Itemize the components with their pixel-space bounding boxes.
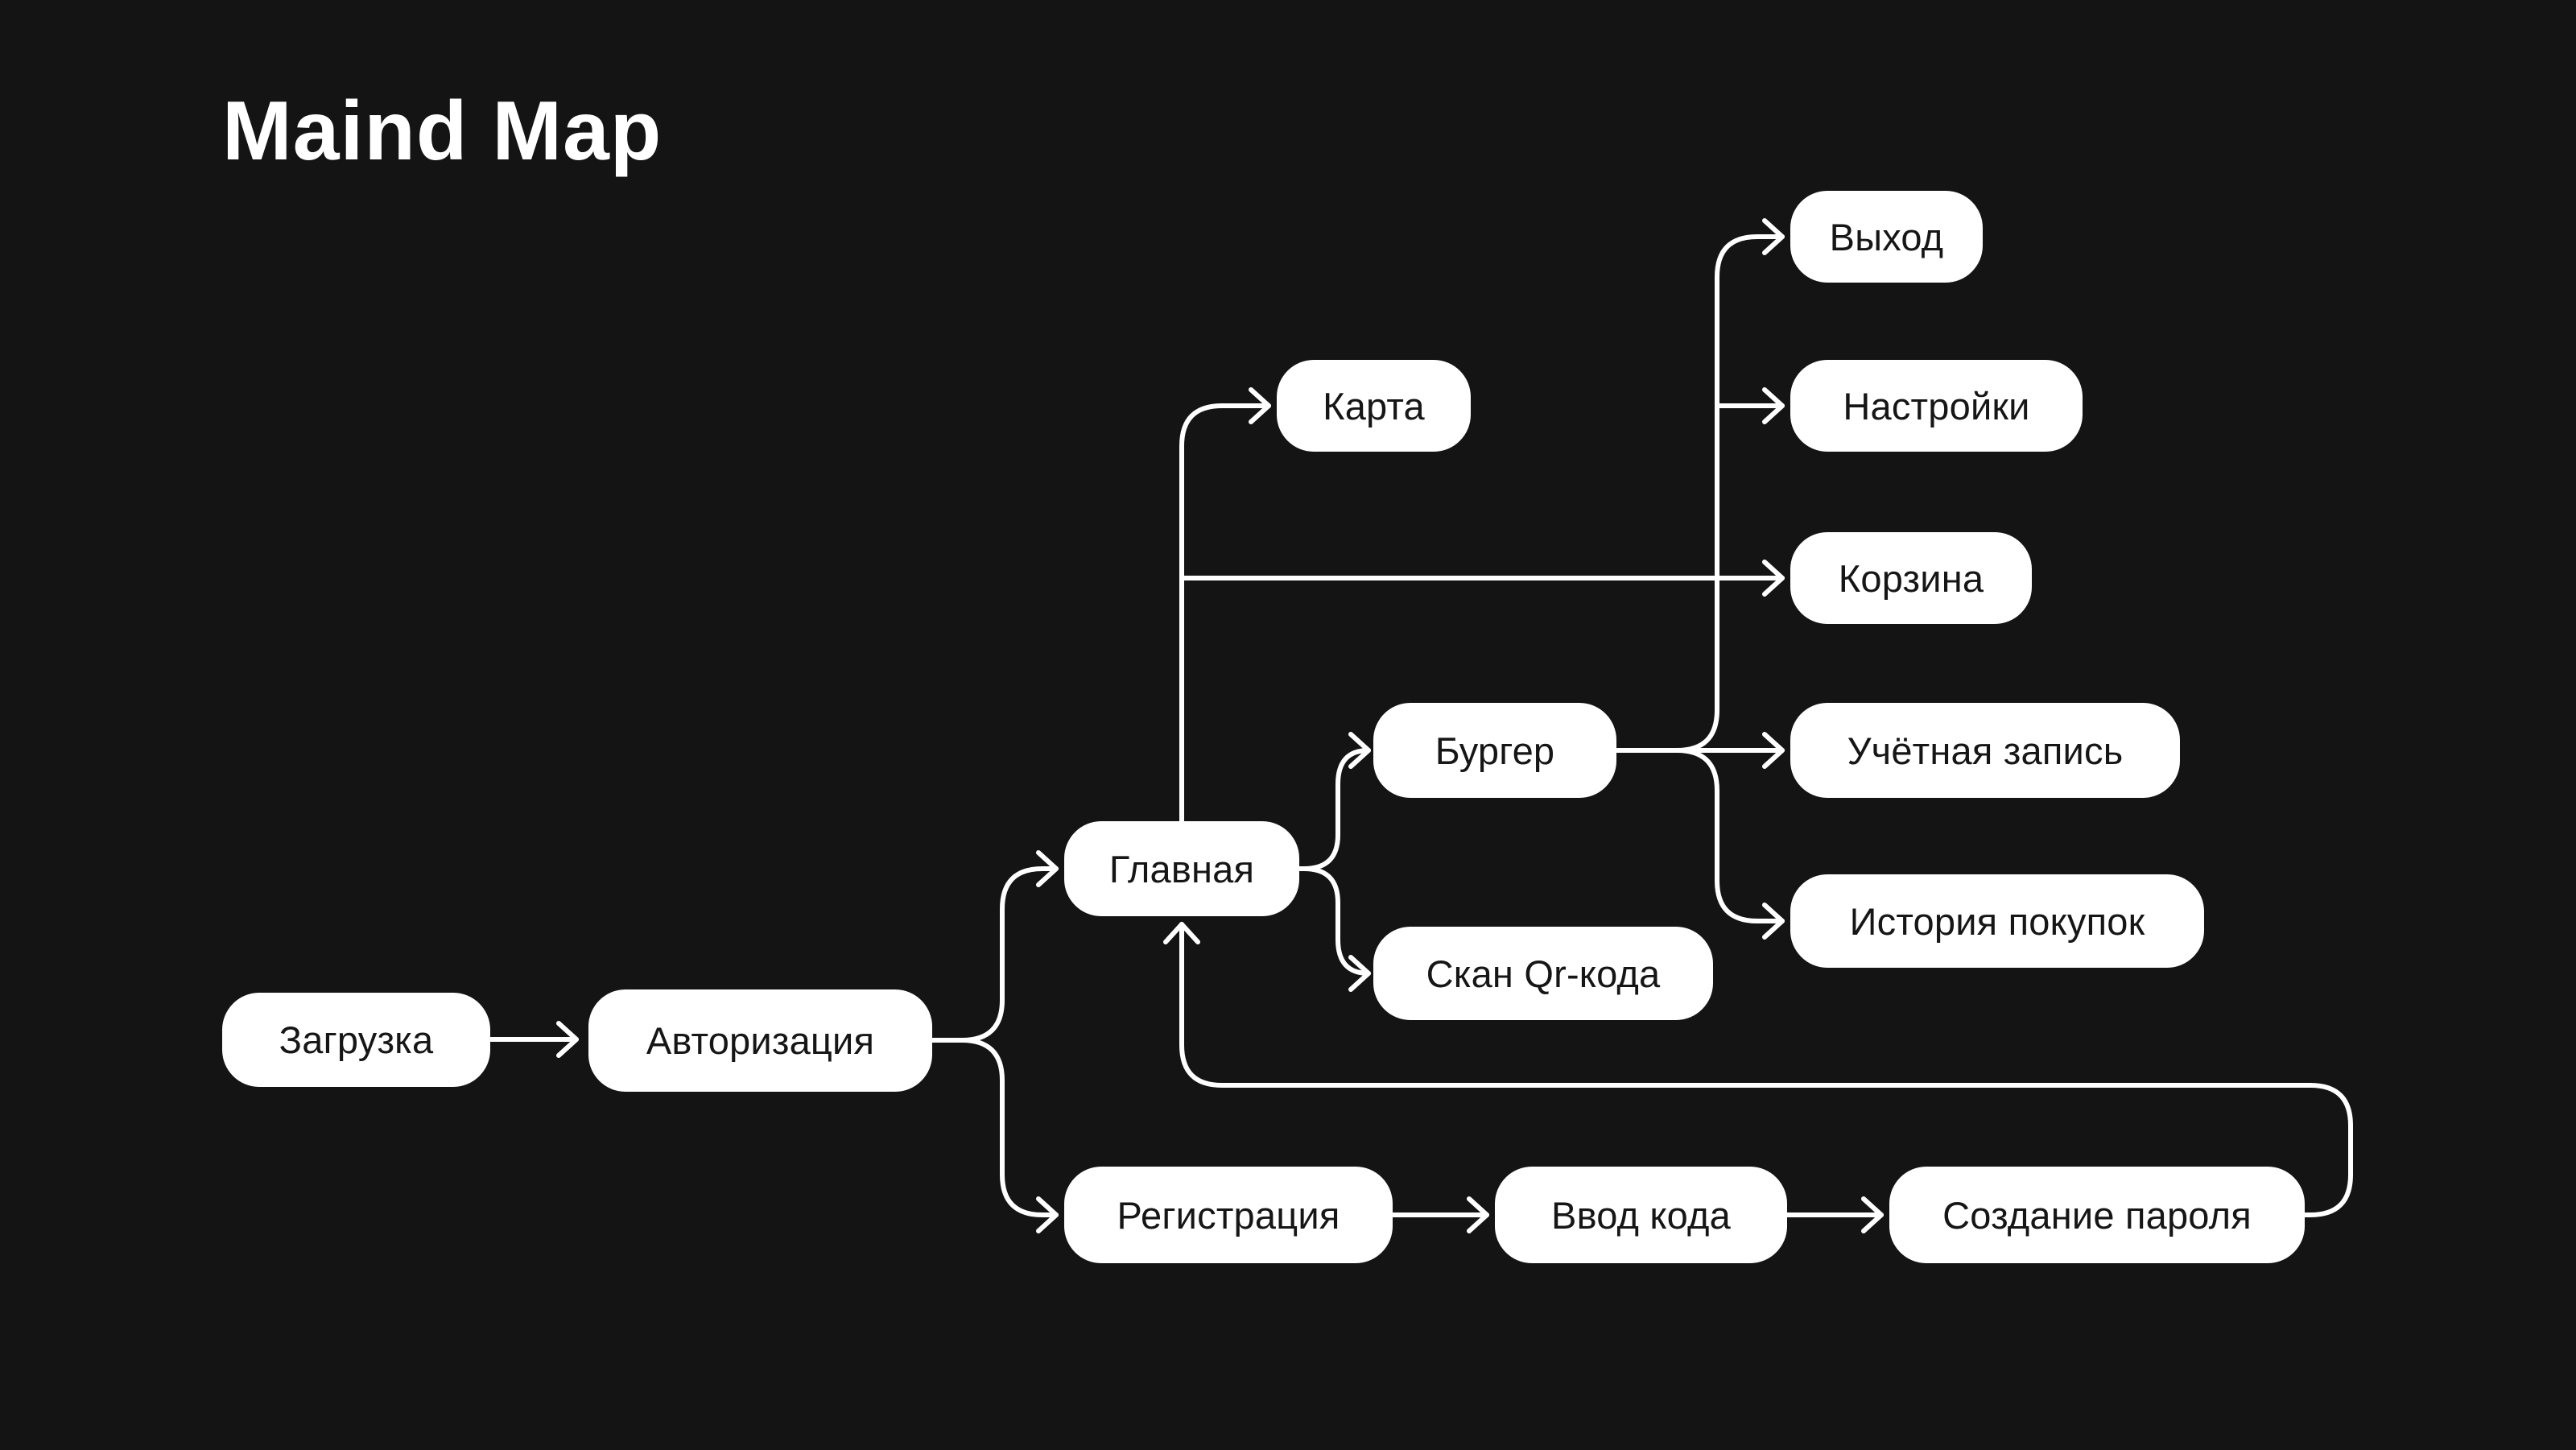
node-label: Ввод кода — [1551, 1193, 1731, 1237]
node-karta: Карта — [1277, 360, 1471, 452]
edge-glavnaya-karta — [1179, 387, 1271, 824]
node-label: Регистрация — [1117, 1193, 1340, 1237]
node-zagruzka: Загрузка — [222, 993, 490, 1087]
node-istoriya-pokupok: История покупок — [1790, 874, 2204, 968]
node-skan-qr-koda: Скан Qr-кода — [1373, 927, 1713, 1020]
node-label: Главная — [1108, 847, 1255, 890]
edge-avtorizaciya-glavnaya — [930, 850, 1059, 1043]
node-label: Скан Qr-кода — [1426, 952, 1661, 995]
node-label: Карта — [1323, 384, 1425, 428]
node-label: Выход — [1829, 215, 1944, 258]
edge-burger-vyhod — [1614, 218, 1785, 753]
node-label: Учётная запись — [1847, 729, 2124, 772]
node-label: Настройки — [1843, 384, 2030, 428]
edge-glavnaya-skan-qr — [1297, 866, 1371, 992]
node-burger: Бургер — [1373, 703, 1616, 798]
node-label: Авторизация — [646, 1019, 875, 1062]
node-vvod-koda: Ввод кода — [1495, 1167, 1787, 1263]
edge-sozdanie-parolya-glavnaya — [1163, 922, 2353, 1217]
edge-avtorizaciya-registraciya — [930, 1038, 1059, 1233]
node-glavnaya: Главная — [1064, 821, 1299, 916]
node-sozdanie-parolya: Создание пароля — [1889, 1167, 2305, 1263]
node-label: Создание пароля — [1942, 1193, 2252, 1237]
edge-glavnaya-burger — [1297, 732, 1371, 871]
node-label: Корзина — [1838, 556, 1984, 600]
node-label: Загрузка — [279, 1018, 434, 1061]
edge-burger-istoriya-pokupok — [1614, 748, 1785, 940]
node-avtorizaciya: Авторизация — [588, 989, 932, 1092]
node-vyhod: Выход — [1790, 191, 1983, 283]
node-registraciya: Регистрация — [1064, 1167, 1393, 1263]
node-label: История покупок — [1849, 899, 2145, 943]
node-nastroyki: Настройки — [1790, 360, 2083, 452]
page-title: Maind Map — [222, 85, 663, 178]
node-korzina: Корзина — [1790, 532, 2032, 624]
node-uchetnaya-zapis: Учётная запись — [1790, 703, 2180, 798]
node-label: Бургер — [1435, 729, 1555, 772]
